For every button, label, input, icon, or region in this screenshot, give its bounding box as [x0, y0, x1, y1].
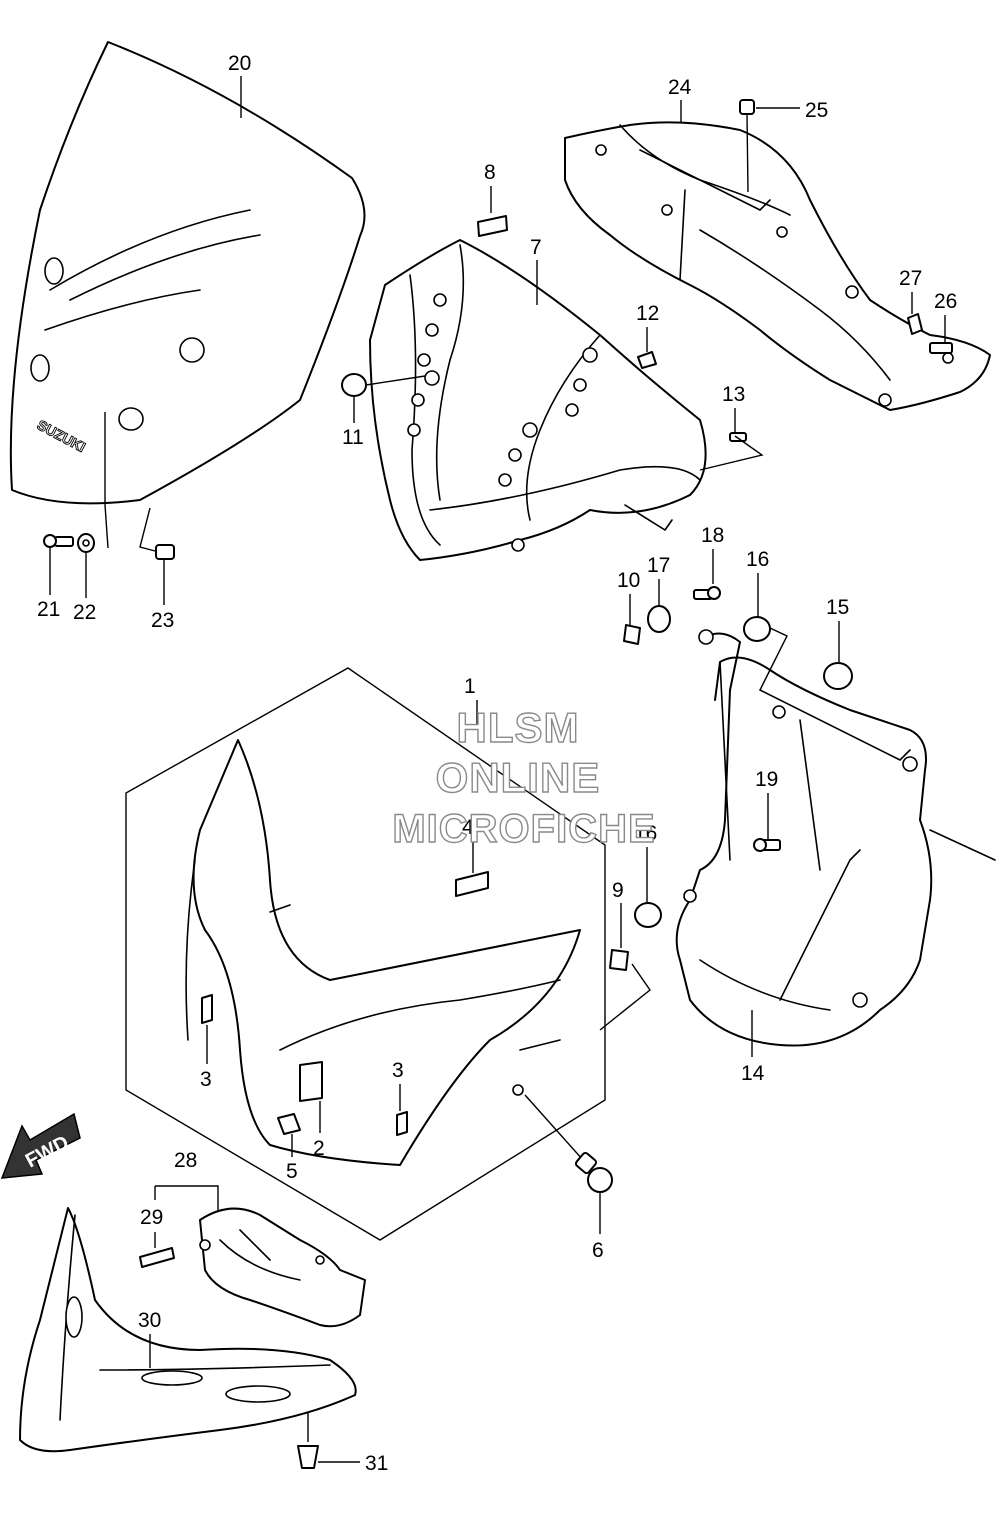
callout-16a: 16	[746, 548, 769, 571]
nut-9[interactable]	[599, 949, 651, 1031]
callout-14: 14	[741, 1062, 765, 1085]
callout-29: 29	[140, 1206, 163, 1229]
decal-8[interactable]	[477, 215, 508, 237]
callout-6: 6	[592, 1239, 604, 1262]
washer-22[interactable]	[77, 533, 95, 553]
callout-17: 17	[647, 554, 670, 577]
inner-panel-part[interactable]	[369, 239, 707, 561]
clip-12[interactable]	[637, 351, 657, 369]
callout-3b: 3	[392, 1059, 404, 1082]
grommet-11[interactable]	[341, 373, 426, 397]
screw-21[interactable]	[43, 534, 74, 548]
screw-26[interactable]	[929, 342, 953, 354]
callout-7: 7	[530, 236, 542, 259]
callout-27: 27	[899, 267, 922, 290]
callout-10: 10	[617, 569, 640, 592]
callout-23: 23	[151, 609, 174, 632]
decal-4[interactable]	[455, 871, 489, 897]
callout-31: 31	[365, 1452, 388, 1475]
lower-cowling-part[interactable]	[185, 739, 581, 1166]
callout-16b: 16	[634, 822, 657, 845]
callout-5: 5	[286, 1160, 298, 1183]
callout-13: 13	[722, 383, 745, 406]
callout-11: 11	[342, 426, 364, 449]
under-cowling-bracket-part[interactable]	[199, 1207, 366, 1328]
callout-1: 1	[464, 675, 476, 698]
watermark-line3: MICROFICHE	[392, 807, 655, 851]
decal-29[interactable]	[139, 1247, 175, 1268]
callout-12: 12	[636, 302, 659, 325]
watermark-line1: HLSM	[457, 704, 580, 751]
callout-leaders	[49, 76, 946, 1368]
decal-2[interactable]	[299, 1061, 323, 1102]
watermark: HLSM ONLINE MICROFICHE	[392, 703, 656, 851]
callout-26: 26	[934, 290, 957, 313]
screw-18[interactable]	[693, 586, 721, 600]
callout-9: 9	[612, 879, 624, 902]
callout-4: 4	[462, 816, 474, 839]
clip-5[interactable]	[277, 1113, 301, 1135]
screw-19[interactable]	[753, 838, 781, 852]
callout-28: 28	[174, 1149, 197, 1172]
callout-19: 19	[755, 768, 778, 791]
screw-13[interactable]	[699, 432, 764, 471]
screw-6[interactable]	[524, 1094, 613, 1193]
cowling-assembly-box	[125, 667, 606, 1241]
callout-3a: 3	[200, 1068, 212, 1091]
callout-2: 2	[313, 1137, 325, 1160]
nut-23[interactable]	[139, 507, 175, 560]
fwd-arrow-icon: FWD	[0, 1112, 81, 1179]
callout-labels: 20 24 25 8 7 12 27 26 11 13 21 22 23 18 …	[37, 52, 957, 1475]
grommet-16-upper[interactable]	[743, 616, 788, 691]
callout-21: 21	[37, 598, 60, 621]
under-cowling-part[interactable]	[19, 1207, 357, 1453]
grommet-17[interactable]	[647, 605, 671, 633]
inner-brace-part[interactable]	[564, 121, 991, 411]
callout-25: 25	[805, 99, 828, 122]
grommet-15[interactable]	[823, 662, 853, 690]
callout-15: 15	[826, 596, 849, 619]
callout-20: 20	[228, 52, 251, 75]
callout-18: 18	[701, 524, 724, 547]
windscreen-part[interactable]: SUZUKI	[9, 41, 366, 549]
nut-10[interactable]	[623, 624, 641, 645]
screw-25[interactable]	[739, 99, 800, 193]
decal-3-left[interactable]	[201, 994, 213, 1024]
callout-30: 30	[138, 1309, 161, 1332]
cowling-brace-part[interactable]	[675, 629, 996, 1047]
watermark-line2: ONLINE	[436, 754, 601, 801]
clip-31[interactable]	[297, 1412, 360, 1469]
callout-22: 22	[73, 601, 96, 624]
callout-24: 24	[668, 76, 692, 99]
clip-27[interactable]	[907, 313, 923, 335]
grommet-16-lower[interactable]	[634, 902, 662, 928]
decal-3-right[interactable]	[396, 1111, 408, 1136]
callout-8: 8	[484, 161, 496, 184]
